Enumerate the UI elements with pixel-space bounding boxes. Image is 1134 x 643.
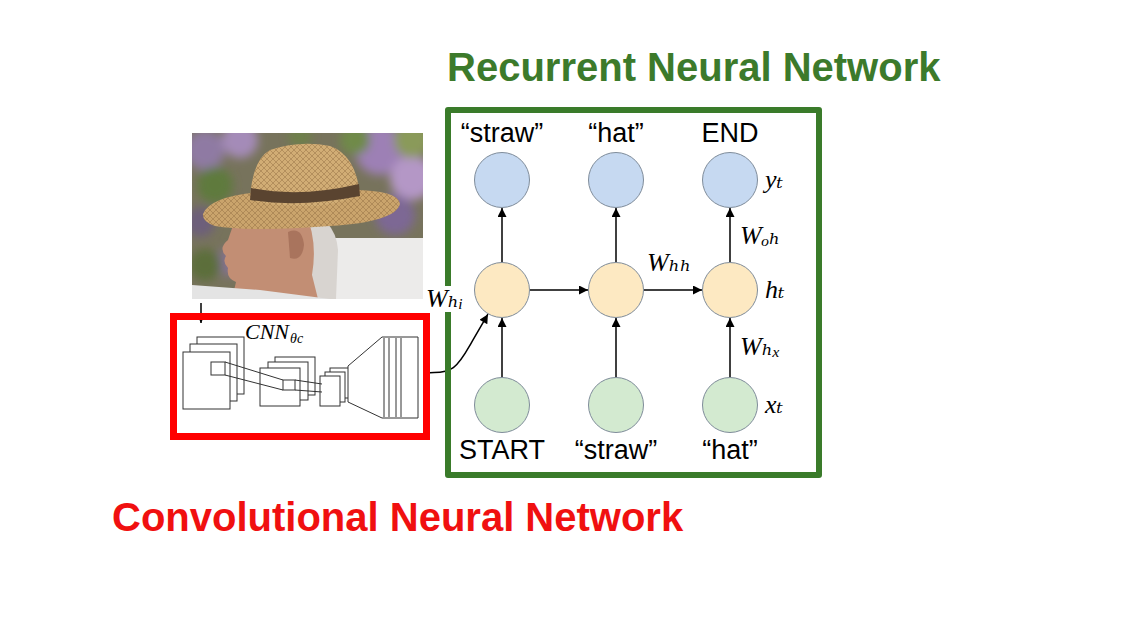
network-label: CNN [245,321,289,343]
connector-arrow [430,314,488,373]
connector-arrow [644,289,702,291]
connector-arrow [615,208,617,262]
feature-map [260,368,300,406]
neuron-circle: hₜ [702,262,758,318]
input-token: START [459,437,545,464]
bokeh-spot [192,133,225,170]
neuron-circle: ENDyₜ [702,152,758,208]
variable-label: xₜ [765,392,783,418]
neuron-circle [474,262,530,318]
neuron-circle: “hat” [588,152,644,208]
output-token: “straw” [461,120,544,147]
hat-crown [250,144,360,207]
output-token: “hat” [588,120,644,147]
connector-arrow [530,289,588,291]
section-heading: Convolutional Neural Network [112,497,683,537]
connector-arrow [729,318,731,377]
photo [192,133,423,299]
output-token: END [701,120,758,147]
connector-arrow [501,318,503,377]
neuron-circle: START [474,377,530,433]
cnn-layers [183,337,418,418]
bokeh-spot [340,133,370,155]
fc-layer [389,338,390,417]
fully-connected [348,337,418,418]
feature-map [183,352,230,409]
projection-line [295,390,322,392]
neuron-circle [588,262,644,318]
input-token: “straw” [575,437,658,464]
weight-label: Wₕₕ [645,250,693,276]
projection-line [225,375,283,390]
fc-layer [396,338,397,417]
projection-line [295,380,322,384]
variable-label: yₜ [765,167,783,193]
fc-layer [401,338,402,417]
kernel-window [211,362,225,375]
bokeh-spot [192,249,221,281]
input-token: “hat” [702,437,758,464]
bokeh-spot [222,133,258,158]
connectors [430,208,730,377]
variable-label: hₜ [765,277,784,303]
section-heading: Recurrent Neural Network [447,47,940,87]
connector-arrow [729,208,731,262]
connector-arrow [615,318,617,377]
rnn-box: “straw”“hat”ENDyₜhₜSTART“straw”“hat”xₜRe… [445,107,822,478]
bokeh-spot [394,133,423,158]
neuron-circle: “straw” [588,377,644,433]
weight-label: Wₒₕ [738,223,782,249]
cnn-box: CNNθcConvolutional Neural Network [170,313,430,440]
feature-map [320,376,340,406]
hat-band [250,184,360,203]
neuron-circle: “straw” [474,152,530,208]
weight-label: Wₕᵢ [424,286,465,312]
hat-texture [250,144,360,207]
weight-label: Wₕₓ [738,334,782,360]
shirt [192,285,330,299]
parameter-subscript: θc [290,332,303,346]
kernel-window [283,380,295,390]
neuron-circle: “hat”xₜ [702,377,758,433]
fc-layer [384,338,385,417]
bokeh-spot [390,156,423,200]
ear [288,231,304,259]
connector-arrow [501,208,503,262]
